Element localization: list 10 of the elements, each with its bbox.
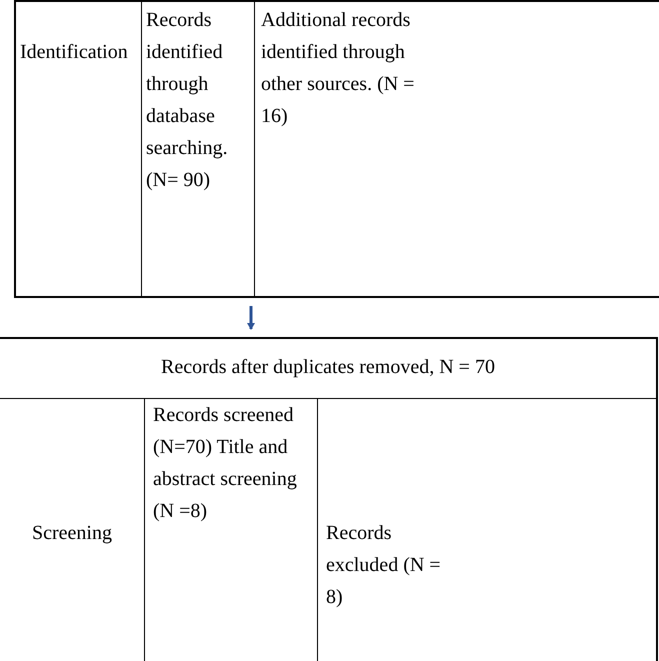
cell-text: Records identified through database searching. (N= 90) <box>146 8 229 193</box>
cell-text: Records screened (N=70) Title and abstract screening (N =8) <box>153 403 298 524</box>
table-frame <box>14 0 659 298</box>
cell-text: Records after duplicates removed, N = 70 <box>160 355 496 380</box>
cell-text: Records excluded (N = 8) <box>326 521 442 610</box>
cell-text: Screening <box>31 521 113 546</box>
cell-text: Identification <box>20 40 129 65</box>
arrow <box>247 306 255 330</box>
table-frame <box>0 337 658 661</box>
cell-text: Additional records identified through other sources. (N = 16) <box>261 8 416 129</box>
